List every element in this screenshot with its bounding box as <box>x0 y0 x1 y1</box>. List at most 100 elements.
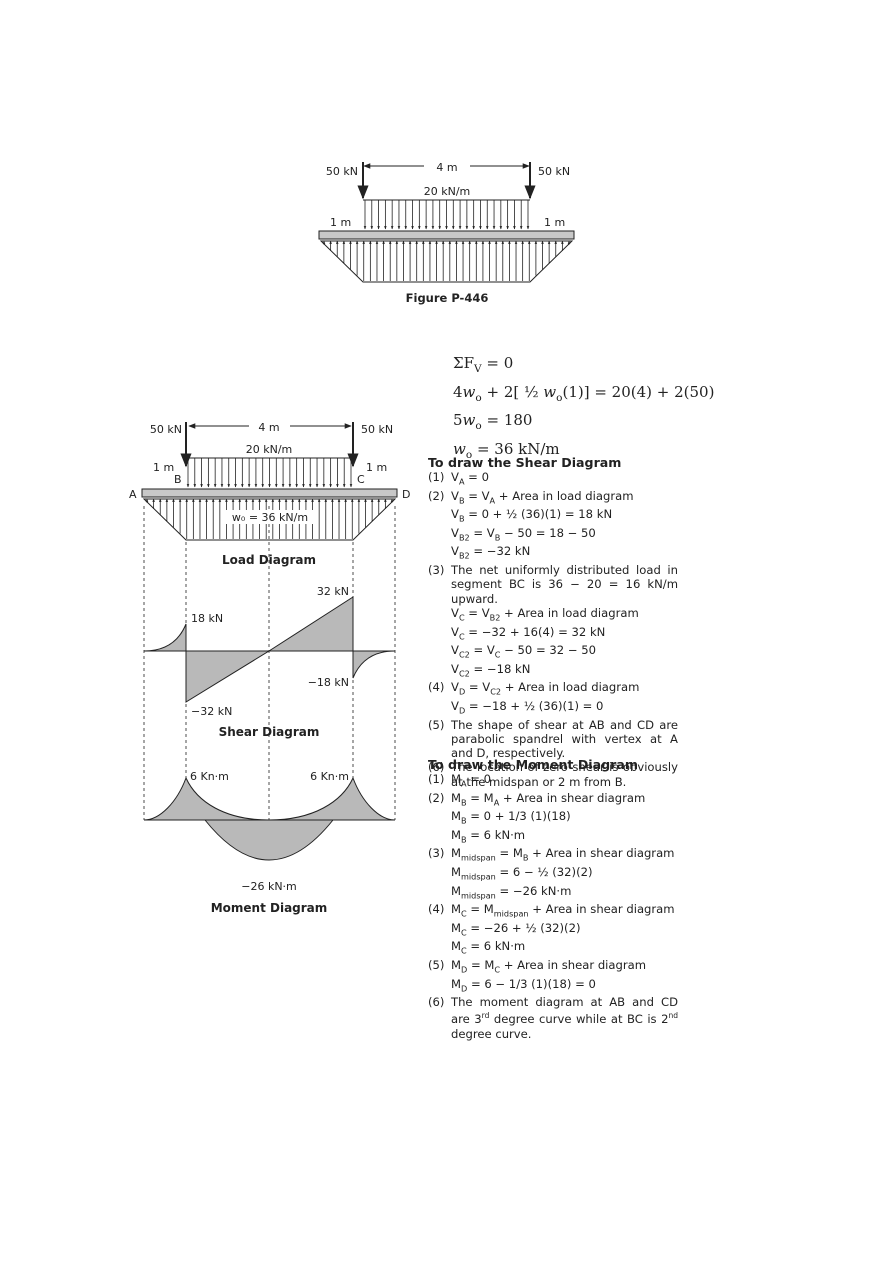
point-d-label: D <box>402 488 410 501</box>
shear-label-c2: −18 kN <box>308 676 349 689</box>
item-body: The net uniformly distributed load in se… <box>451 563 678 680</box>
moment-curve <box>143 776 270 821</box>
point-b-label: B <box>174 473 182 486</box>
moment-label-c: 6 Kn·m <box>310 770 349 783</box>
item-number: (4) <box>428 902 445 917</box>
item-line: MB = 0 + 1/3 (1)(18) <box>451 809 571 826</box>
shear-diagram-title: Shear Diagram <box>219 725 320 739</box>
equation-line: 4wo + 2[ ½ wo(1)] = 20(4) + 2(50) <box>453 382 715 404</box>
equation-line: wo = 36 kN/m <box>453 439 560 461</box>
moment-procedure: To draw the Moment Diagram (1) MA = 0 (2) M… <box>428 757 678 1041</box>
shear-curve-bc <box>185 650 271 703</box>
list-item: (3) The net uniformly distributed load in… <box>428 563 678 680</box>
item-number: (2) <box>428 488 445 503</box>
beam-diagrams: 4 m 50 kN 50 kN 20 kN/m 1 m 1 m B C A D … <box>129 421 410 915</box>
item-number: (1) <box>428 470 445 484</box>
item-number: (3) <box>428 846 445 861</box>
list-item: (3) Mmidspan = MB + Area in shear diagram… <box>428 846 678 902</box>
item-line: VB = VA + Area in load diagram <box>451 488 634 505</box>
item-number: (3) <box>428 563 445 578</box>
item-number: (6) <box>428 760 445 775</box>
item-line: VC = VB2 + Area in load diagram <box>451 605 639 623</box>
item-number: (5) <box>428 717 445 732</box>
soil-reaction-arrows <box>322 240 571 281</box>
equation-line: 5wo = 180 <box>453 411 533 432</box>
shear-curve-bc <box>267 596 354 652</box>
left-force-label: 50 kN <box>150 423 182 436</box>
item-line: VA = 0 <box>451 470 489 487</box>
item-body: VA = 0 <box>451 470 678 489</box>
left-force-label: 50 kN <box>326 165 358 178</box>
figure-p446: 4 m 50 kN 50 kN 20 kN/m 1 m 1 m Figure P… <box>318 161 575 305</box>
list-item: (6) The moment diagram at AB and CD are 3… <box>428 995 678 1041</box>
item-line: VD = VC2 + Area in load diagram <box>451 680 640 697</box>
moment-curve <box>203 819 335 861</box>
item-line: VB = 0 + ½ (36)(1) = 18 kN <box>451 507 613 524</box>
shear-section-title: To draw the Shear Diagram <box>428 455 622 470</box>
item-text: The moment diagram at AB and CD are 3rd … <box>451 995 679 1041</box>
item-line: Mmidspan = MB + Area in shear diagram <box>451 846 675 863</box>
item-line: MC = Mmidspan + Area in shear diagram <box>451 902 675 919</box>
item-number: (2) <box>428 790 445 805</box>
moment-section-title: To draw the Moment Diagram <box>428 757 638 772</box>
list-item: (6) The location of zero shear is obvious… <box>428 760 678 789</box>
moment-label-mid: −26 kN·m <box>241 880 297 893</box>
list-item: (2) VB = VA + Area in load diagram VB = 0 … <box>428 489 678 563</box>
item-number: (5) <box>428 958 445 973</box>
right-overhang-label: 1 m <box>544 216 565 229</box>
item-text: The shape of shear at AB and CD are para… <box>451 717 678 761</box>
right-force-label: 50 kN <box>538 165 570 178</box>
item-body: The moment diagram at AB and CD are 3rd … <box>451 995 678 1041</box>
item-line: MB = 6 kN·m <box>451 827 526 845</box>
shear-curve-ab <box>143 623 187 652</box>
shear-curve-cd <box>352 650 396 679</box>
item-line: VB2 = −32 kN <box>451 544 531 561</box>
beam <box>318 230 575 240</box>
item-body: MC = Mmidspan + Area in shear diagram MC … <box>451 902 678 958</box>
shear-label-b: 18 kN <box>191 612 223 625</box>
dist-load-label: 20 kN/m <box>424 185 471 198</box>
item-text: The location of zero shear is obviously … <box>451 760 678 789</box>
item-body: The shape of shear at AB and CD are para… <box>451 718 678 761</box>
item-line: MC = 6 kN·m <box>451 939 526 956</box>
item-line: Mmidspan = −26 kN·m <box>451 883 572 900</box>
left-overhang-label: 1 m <box>153 461 174 474</box>
moment-diagram-title: Moment Diagram <box>211 901 328 915</box>
span-label: 4 m <box>436 161 457 174</box>
wo-label: w₀ = 36 kN/m <box>232 511 308 524</box>
beam <box>141 488 398 498</box>
item-body: The location of zero shear is obviously … <box>451 760 678 789</box>
item-line: VC2 = −18 kN <box>451 661 531 679</box>
figure-caption: Figure P-446 <box>406 291 489 305</box>
item-line: MD = MC + Area in shear diagram <box>451 958 647 975</box>
item-line: VD = −18 + ½ (36)(1) = 0 <box>451 698 604 716</box>
moment-label-b: 6 Kn·m <box>190 770 229 783</box>
item-line: VB2 = VB − 50 = 18 − 50 <box>451 525 596 543</box>
item-number: (6) <box>428 995 445 1010</box>
point-c-label: C <box>357 473 365 486</box>
list-item: (1) VA = 0 <box>428 470 678 489</box>
item-line: Mmidspan = 6 − ½ (32)(2) <box>451 865 593 882</box>
equilibrium-equations: ΣFV = 0 4wo + 2[ ½ wo(1)] = 20(4) + 2(50)… <box>453 352 714 466</box>
list-item: (5) The shape of shear at AB and CD are p… <box>428 718 678 761</box>
item-body: MA = 0 <box>451 772 678 791</box>
item-body: VB = VA + Area in load diagram VB = 0 + ½… <box>451 489 678 563</box>
list-item: (2) MB = MA + Area in shear diagram MB = 0… <box>428 791 678 847</box>
list-item: (4) MC = Mmidspan + Area in shear diagram… <box>428 902 678 958</box>
shear-label-c: 32 kN <box>317 585 349 598</box>
item-number: (4) <box>428 680 445 695</box>
item-number: (1) <box>428 772 445 786</box>
item-text: The net uniformly distributed load in se… <box>451 563 678 606</box>
item-body: MB = MA + Area in shear diagram MB = 0 + … <box>451 791 678 847</box>
shear-label-b2: −32 kN <box>191 705 232 718</box>
distributed-load-arrows <box>363 200 530 230</box>
load-diagram-title: Load Diagram <box>222 553 316 567</box>
item-line: MB = MA + Area in shear diagram <box>451 790 646 807</box>
equation-line: ΣFV = 0 <box>453 354 514 375</box>
item-line: VC = −32 + 16(4) = 32 kN <box>451 624 606 641</box>
right-overhang-label: 1 m <box>366 461 387 474</box>
